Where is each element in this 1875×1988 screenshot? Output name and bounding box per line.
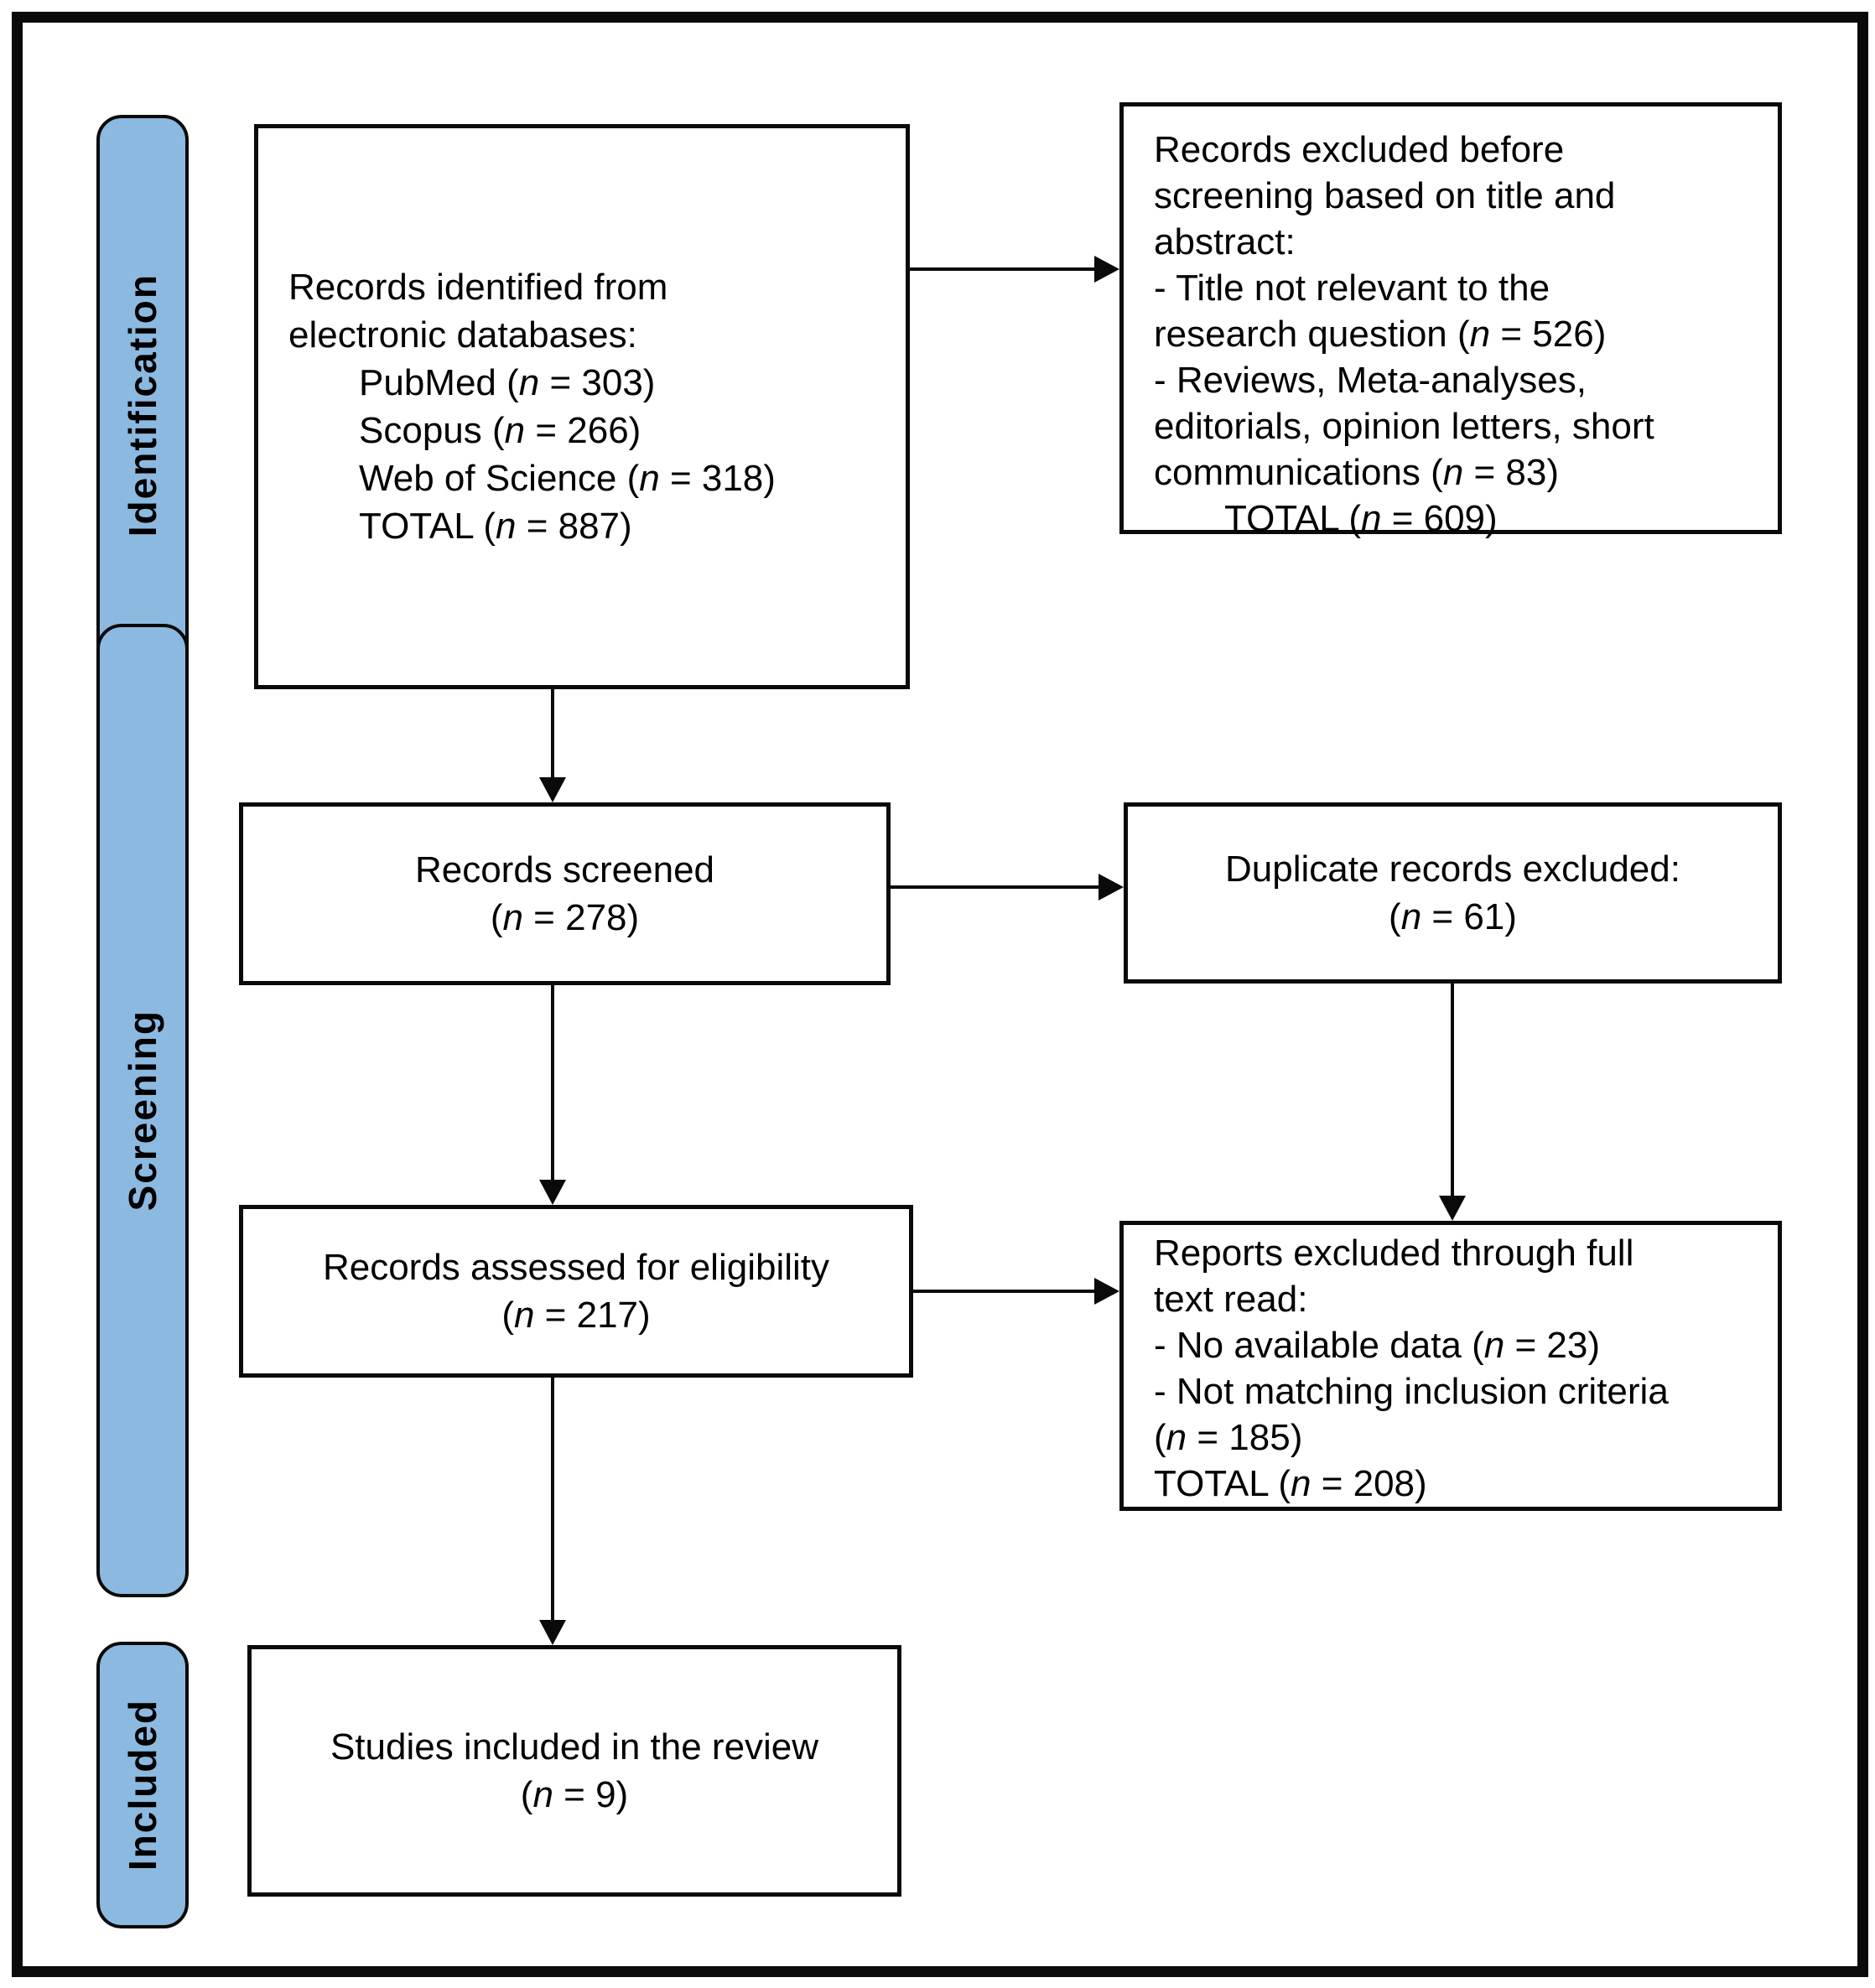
text-line: communications (n = 83): [1154, 452, 1560, 493]
text-line: abstract:: [1154, 221, 1296, 262]
text-line: Records screened: [414, 849, 715, 890]
arrow-right-icon: [1099, 874, 1124, 901]
text-line: PubMed (n = 303): [359, 362, 656, 403]
text-line: research question (n = 526): [1154, 314, 1607, 355]
text-line: TOTAL (n = 887): [359, 506, 632, 547]
arrow-down-icon: [1439, 1196, 1466, 1221]
text-line: Web of Science (n = 318): [359, 458, 776, 499]
text-line: - Reviews, Meta-analyses,: [1154, 360, 1587, 401]
text-line: Records excluded before: [1154, 129, 1565, 170]
text-line: TOTAL (n = 208): [1154, 1463, 1427, 1504]
arrow-assessed-to-included-line: [551, 1378, 554, 1622]
text-line: (n = 9): [520, 1774, 629, 1815]
text-line: (n = 217): [501, 1295, 651, 1336]
box-records-excluded-before-screening: Records excluded before screening based o…: [1119, 102, 1782, 539]
text-line: Reports excluded through full: [1154, 1233, 1634, 1274]
text-line: Records identified from: [288, 267, 668, 308]
box-duplicate-records-excluded: Duplicate records excluded: (n = 61): [1124, 802, 1782, 984]
box-records-assessed-for-eligibility: Records assessed for eligibility (n = 217…: [239, 1205, 913, 1378]
text-line: (n = 185): [1154, 1417, 1303, 1458]
box-records-screened: Records screened (n = 278): [239, 802, 891, 985]
text-line: Scopus (n = 266): [359, 410, 641, 451]
stage-label-included: Included: [121, 1699, 164, 1871]
box-records-identified: Records identified from electronic databa…: [254, 124, 910, 689]
arrow-down-icon: [539, 1620, 566, 1645]
text-line: Studies included in the review: [330, 1726, 819, 1767]
arrow-screened-to-assessed-line: [551, 985, 554, 1181]
arrow-duplicates-to-reports-excluded-line: [1451, 984, 1454, 1197]
text-line: (n = 278): [490, 897, 640, 938]
stage-label-screening: Screening: [121, 1010, 164, 1212]
text-line: screening based on title and: [1154, 175, 1616, 216]
arrow-down-icon: [539, 1180, 566, 1205]
text-line: - Not matching inclusion criteria: [1154, 1371, 1669, 1412]
box-reports-excluded-full-text: Reports excluded through full text read: -…: [1119, 1221, 1782, 1511]
stage-pill-screening: Screening: [96, 624, 189, 1597]
text-line: Records assessed for eligibility: [322, 1247, 830, 1288]
arrow-screened-to-duplicates-line: [891, 885, 1100, 889]
text-line: electronic databases:: [288, 314, 637, 356]
arrow-identified-to-excluded-line: [910, 267, 1096, 271]
arrow-identified-to-screened-line: [551, 689, 554, 779]
arrow-down-icon: [539, 777, 566, 802]
arrow-assessed-to-reports-excluded-line: [913, 1290, 1096, 1293]
text-line: - Title not relevant to the: [1154, 267, 1550, 309]
text-line: (n = 61): [1389, 896, 1517, 937]
text-line: - No available data (n = 23): [1154, 1325, 1600, 1366]
arrow-right-icon: [1094, 1278, 1119, 1305]
diagram-outer-border: [12, 12, 1868, 1977]
stage-pill-identification: Identification: [96, 115, 189, 696]
text-line: TOTAL (n = 609): [1224, 498, 1498, 539]
text-line: text read:: [1154, 1279, 1308, 1320]
stage-pill-included: Included: [96, 1642, 189, 1928]
stage-label-identification: Identification: [121, 273, 164, 537]
box-studies-included: Studies included in the review (n = 9): [247, 1645, 901, 1897]
arrow-right-icon: [1094, 256, 1119, 283]
text-line: editorials, opinion letters, short: [1154, 406, 1654, 447]
text-line: Duplicate records excluded:: [1225, 849, 1680, 890]
